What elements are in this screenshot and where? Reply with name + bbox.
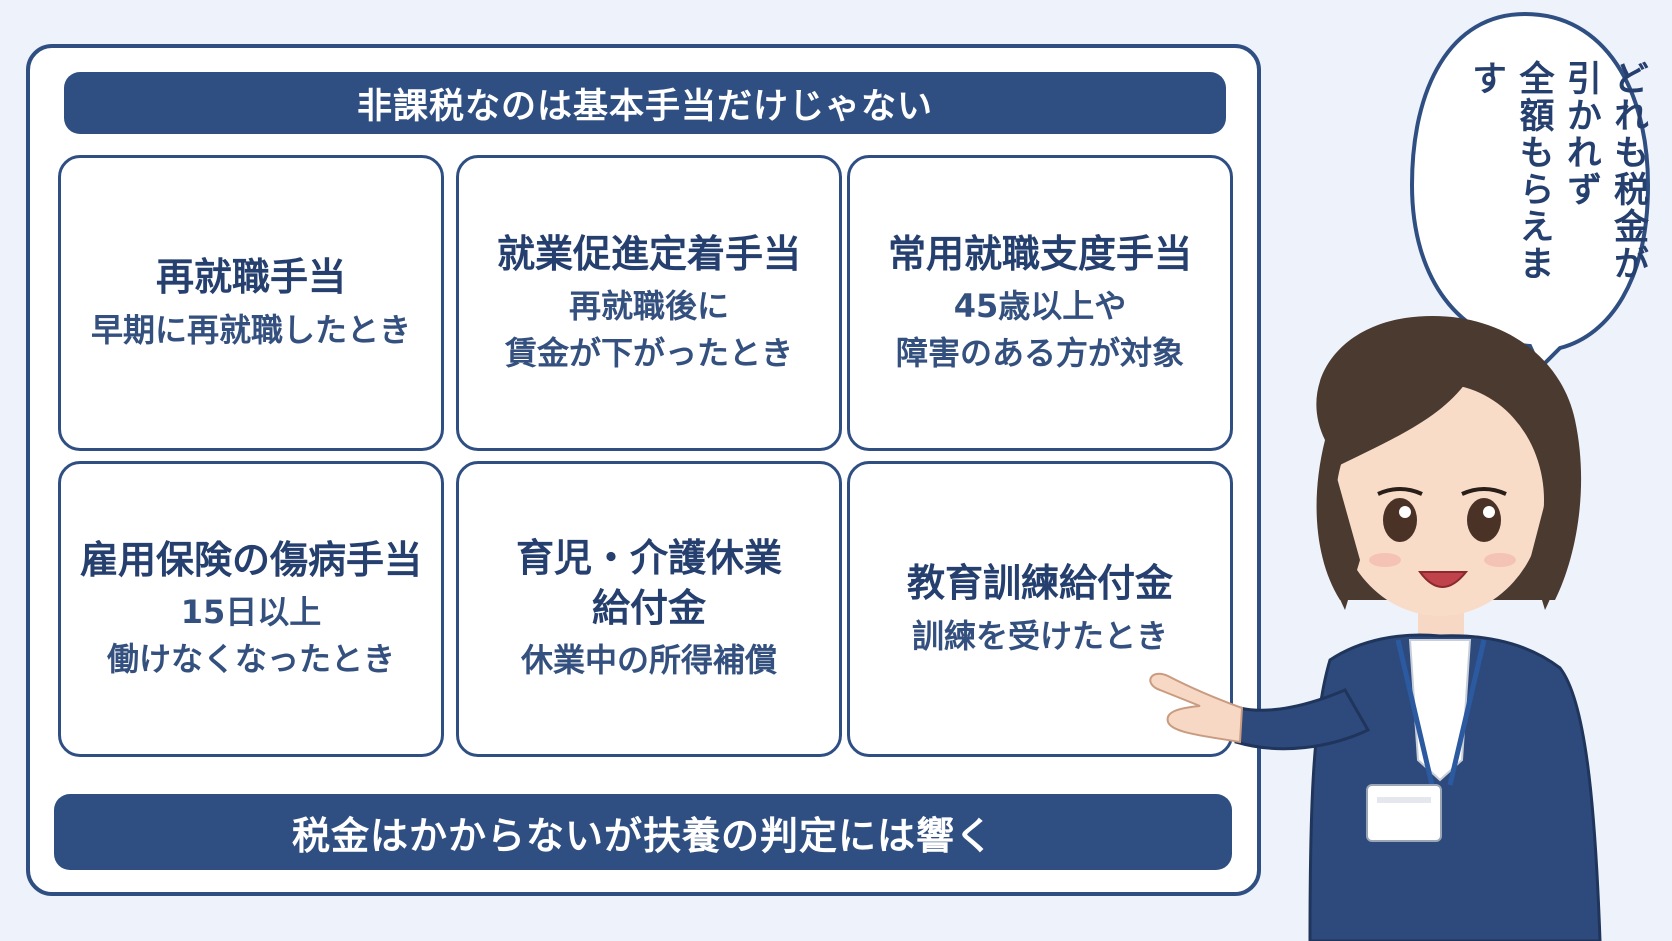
header-banner: 非課税なのは基本手当だけじゃない	[64, 72, 1226, 134]
card-title: 就業促進定着手当	[496, 231, 801, 276]
card-desc: 再就職後に	[568, 287, 729, 326]
card-title: 教育訓練給付金	[906, 561, 1173, 606]
footer-text: 税金はかからないが扶養の判定には響く	[291, 813, 994, 858]
card-title: 常用就職支度手当	[887, 231, 1192, 276]
card-desc: 働けなくなったとき	[106, 639, 395, 678]
card-desc: 早期に再就職したとき	[90, 310, 411, 349]
card-desc: 15日以上	[180, 593, 322, 632]
speech-line: 引かれず	[1560, 60, 1601, 208]
speech-bubble-text: どれも税金が 引かれず 全額もらえます	[1462, 60, 1651, 310]
speech-line: どれも税金が	[1608, 60, 1648, 282]
left-eye	[1383, 498, 1417, 542]
hand	[1149, 672, 1244, 744]
card-desc: 障害のある方が対象	[895, 333, 1184, 372]
footer-banner: 税金はかからないが扶養の判定には響く	[54, 794, 1232, 870]
card-education-training-benefit: 教育訓練給付金 訓練を受けたとき	[847, 461, 1233, 757]
card-desc: 訓練を受けたとき	[911, 616, 1168, 655]
header-title: 非課税なのは基本手当だけじゃない	[356, 86, 933, 127]
card-desc: 賃金が下がったとき	[504, 333, 793, 372]
speech-line: 全額もらえます	[1466, 60, 1554, 282]
card-title: 再就職手当	[155, 255, 346, 300]
id-card	[1366, 784, 1442, 842]
card-employment-settlement-allowance: 就業促進定着手当 再就職後に 賃金が下がったとき	[456, 155, 842, 451]
card-title: 育児・介護休業	[515, 536, 782, 581]
card-childcare-nursing-leave-benefit: 育児・介護休業 給付金 休業中の所得補償	[456, 461, 842, 757]
card-title: 雇用保険の傷病手当	[79, 537, 422, 582]
card-desc: 休業中の所得補償	[520, 641, 777, 680]
card-title-line2: 給付金	[591, 585, 706, 630]
right-eye	[1467, 498, 1501, 542]
card-injury-sickness-allowance: 雇用保険の傷病手当 15日以上 働けなくなったとき	[58, 461, 444, 757]
shirt	[1408, 639, 1472, 782]
card-desc: 45歳以上や	[953, 287, 1127, 326]
mouth	[1418, 571, 1469, 588]
card-reemployment-allowance: 再就職手当 早期に再就職したとき	[58, 155, 444, 451]
lanyard	[1395, 639, 1487, 786]
card-regular-employment-preparation-allowance: 常用就職支度手当 45歳以上や 障害のある方が対象	[847, 155, 1233, 451]
jacket	[1308, 633, 1602, 941]
hair-front	[1330, 340, 1559, 470]
